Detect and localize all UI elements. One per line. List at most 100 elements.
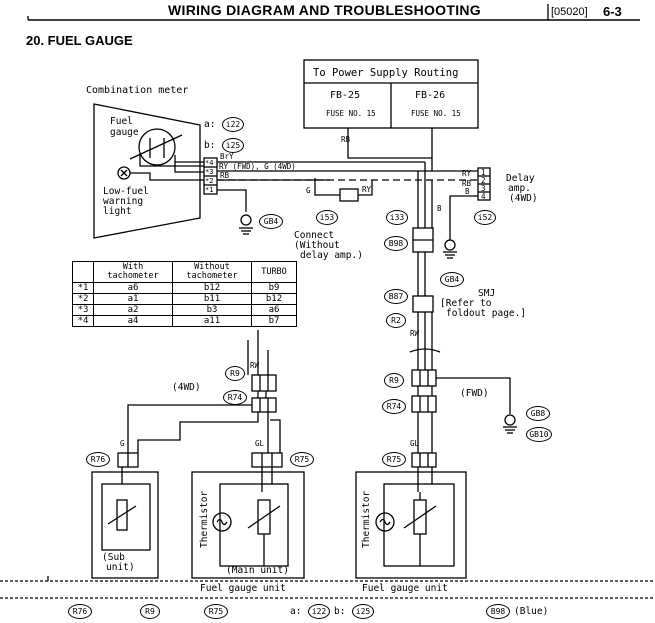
connector-i53: i53 xyxy=(316,210,338,225)
page-code: [05020] xyxy=(551,6,588,18)
sub-unit-label-1: (Sub xyxy=(102,552,125,563)
footer-r76: R76 xyxy=(68,604,92,619)
table-cell: b11 xyxy=(172,293,252,305)
delay-amp-title-1: Delay xyxy=(506,173,535,184)
fuse-fb25-id: FB-25 xyxy=(330,90,361,101)
footer-a-badge: i22 xyxy=(308,604,330,619)
sub-unit-box xyxy=(91,471,159,579)
smj-connector-block xyxy=(412,295,434,313)
table-cell: a4 xyxy=(93,315,173,327)
table-cell: *1 xyxy=(72,282,94,294)
label-fwd: (FWD) xyxy=(460,388,489,399)
table-row: *4 a4 a11 b7 xyxy=(72,315,297,327)
table-cell: a11 xyxy=(172,315,252,327)
table-cell: *4 xyxy=(72,315,94,327)
footer-r9: R9 xyxy=(140,604,160,619)
meter-pin-1: *1 xyxy=(205,186,214,194)
wire-bry: BrY xyxy=(220,152,234,161)
table-header-cell xyxy=(72,261,94,283)
footer-b98: B98 xyxy=(486,604,510,619)
low-fuel-label-2: warning xyxy=(103,196,144,207)
thermistor-label-4wd: Thermistor xyxy=(199,490,210,548)
connector-r75-fwd: R75 xyxy=(382,452,406,467)
ground-gb4-delay: GB4 xyxy=(440,272,464,287)
connector-b-label: b: xyxy=(204,140,216,151)
fuel-gauge-label-1: Fuel xyxy=(110,116,133,127)
sub-unit-label-2: unit) xyxy=(106,562,135,573)
footer-b98-note: (Blue) xyxy=(514,606,549,617)
table-header-cell: TURBO xyxy=(251,261,297,283)
table-header-row: With tachometer Without tachometer TURBO xyxy=(72,261,297,283)
connector-r9-4wd: R9 xyxy=(225,366,245,381)
pin-assignment-table: With tachometer Without tachometer TURBO… xyxy=(72,261,297,327)
connector-b87: B87 xyxy=(384,289,408,304)
table-row: *3 a2 b3 a6 xyxy=(72,304,297,316)
footer-a-label: a: xyxy=(290,606,302,617)
footer-b-label: b: xyxy=(334,606,346,617)
table-row: *2 a1 b11 b12 xyxy=(72,293,297,305)
fuse-fb26-id: FB-26 xyxy=(415,90,446,101)
table-cell: a6 xyxy=(93,282,173,294)
table-header-cell: Without tachometer xyxy=(172,261,252,283)
wire-rw-main: RW xyxy=(250,361,260,370)
table-cell: *3 xyxy=(72,304,94,316)
delay-amp-wire-b: B xyxy=(465,187,470,196)
wire-rb-power: RB xyxy=(341,135,351,144)
connector-i52: i52 xyxy=(474,210,496,225)
wire-g: G xyxy=(306,186,311,195)
delay-amp-pin-1: 1 xyxy=(481,168,486,177)
table-cell: a2 xyxy=(93,304,173,316)
low-fuel-label-3: light xyxy=(103,206,132,217)
connect-note-1: Connect xyxy=(294,230,335,241)
connect-i53-plug xyxy=(339,188,359,202)
thermistor-label-fwd: Thermistor xyxy=(361,490,372,548)
fwd-fuel-gauge-unit-box xyxy=(355,471,467,579)
meter-pin-4: *4 xyxy=(205,159,214,167)
wire-ry: RY xyxy=(362,185,372,194)
connector-a-label: a: xyxy=(204,119,216,130)
table-cell: b12 xyxy=(251,293,297,305)
table-cell: *2 xyxy=(72,293,94,305)
connector-r2: R2 xyxy=(386,313,406,328)
combination-meter-outline xyxy=(93,103,201,239)
main-unit-label: (Main unit) xyxy=(226,565,289,576)
smj-note-3: foldout page.] xyxy=(446,308,527,319)
table-cell: b7 xyxy=(251,315,297,327)
label-4wd: (4WD) xyxy=(172,382,201,393)
smj-note-1: SMJ xyxy=(478,288,496,299)
fuel-gauge-unit-4wd-label: Fuel gauge unit xyxy=(200,583,286,594)
wire-ry-main: RY (FWD), G (4WD) xyxy=(219,162,296,171)
wire-g-sub: G xyxy=(120,439,125,448)
connector-r74-fwd: R74 xyxy=(382,399,406,414)
connector-r9-fwd: R9 xyxy=(384,373,404,388)
wire-rw: RW xyxy=(410,329,420,338)
delay-amp-pin-4: 4 xyxy=(481,192,486,201)
connector-b98: B98 xyxy=(384,236,408,251)
wire-gl: GL xyxy=(410,439,420,448)
footer-r75: R75 xyxy=(204,604,228,619)
page-number: 6-3 xyxy=(603,4,622,19)
power-supply-title: To Power Supply Routing xyxy=(313,67,459,79)
wire-rb: RB xyxy=(220,171,230,180)
page-title: WIRING DIAGRAM AND TROUBLESHOOTING xyxy=(168,2,481,18)
connector-i33: i33 xyxy=(386,210,408,225)
fuel-gauge-label-2: gauge xyxy=(110,127,139,138)
table-row: *1 a6 b12 b9 xyxy=(72,282,297,294)
connect-note-3: delay amp.) xyxy=(300,250,363,261)
table-cell: a1 xyxy=(93,293,173,305)
table-cell: b9 xyxy=(251,282,297,294)
meter-pin-3: *3 xyxy=(205,168,214,176)
table-header-cell: With tachometer xyxy=(93,261,173,283)
delay-amp-wire-rb: RB xyxy=(462,179,472,188)
smj-note-2: [Refer to xyxy=(440,298,492,309)
main-unit-box xyxy=(191,471,305,579)
section-title: 20. FUEL GAUGE xyxy=(26,33,133,48)
table-cell: a6 xyxy=(251,304,297,316)
meter-pin-2: *2 xyxy=(205,177,214,185)
wire-b: B xyxy=(437,204,442,213)
connector-a-badge: i22 xyxy=(222,117,244,132)
ground-gb8: GB8 xyxy=(526,406,550,421)
delay-amp-pin-3: 3 xyxy=(481,184,486,193)
